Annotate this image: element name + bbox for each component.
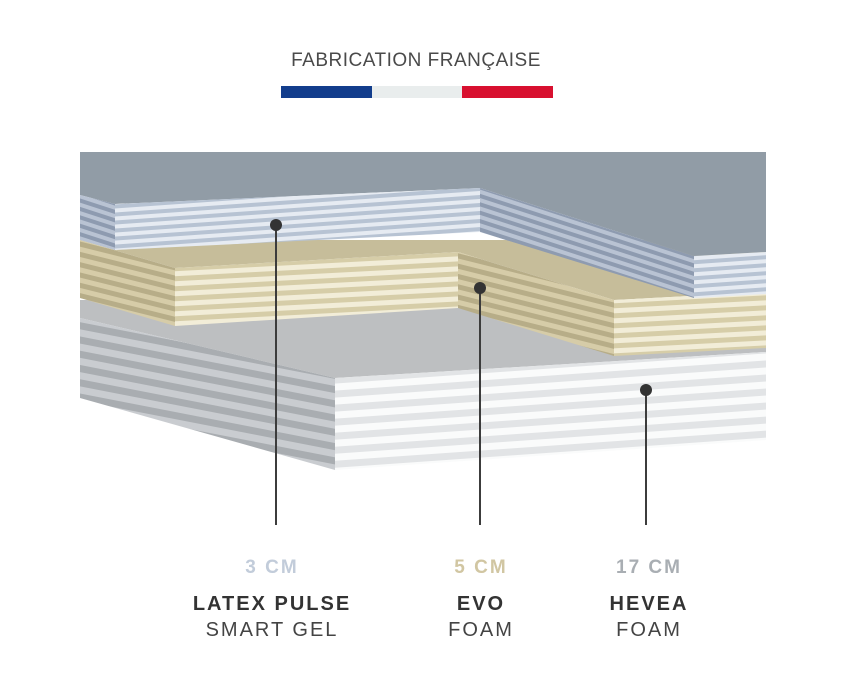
- callout-dot-hevea: [640, 384, 652, 396]
- thickness-latex: 3 CM: [245, 557, 299, 578]
- hevea-foam-layer: [80, 300, 766, 470]
- hevea-front-face: [335, 352, 766, 470]
- thickness-evo: 5 CM: [454, 557, 508, 578]
- latex-side-face-left: [80, 195, 115, 250]
- fabrication-title: FABRICATION FRANÇAISE: [291, 50, 541, 71]
- evo-side-face-right: [458, 252, 614, 356]
- latex-front-face-left: [115, 188, 480, 250]
- callout-dot-evo: [474, 282, 486, 294]
- callout-latex: [270, 219, 282, 525]
- latex-front-face-right: [694, 252, 766, 298]
- label-evo: 5 CM EVO FOAM: [361, 556, 601, 643]
- evo-front-face-left: [175, 252, 458, 326]
- callout-evo: [474, 282, 486, 525]
- label-hevea: 17 CM HEVEA FOAM: [529, 556, 769, 643]
- subtitle-evo: FOAM: [448, 619, 514, 641]
- callout-dot-latex: [270, 219, 282, 231]
- subtitle-hevea: FOAM: [616, 619, 682, 641]
- latex-pulse-layer: [80, 152, 766, 298]
- name-evo: EVO: [456, 593, 506, 615]
- flag-blue-stripe: [281, 86, 372, 98]
- label-latex-pulse: 3 CM LATEX PULSE SMART GEL: [152, 556, 392, 643]
- evo-front-face-right: [614, 292, 766, 356]
- flag-red-stripe: [462, 86, 553, 98]
- french-flag: [281, 86, 553, 98]
- evo-side-face-left: [80, 240, 175, 326]
- name-latex: LATEX PULSE: [192, 593, 352, 615]
- subtitle-latex: SMART GEL: [205, 619, 339, 641]
- latex-side-face-right: [480, 188, 694, 298]
- thickness-hevea: 17 CM: [616, 557, 682, 578]
- callout-hevea: [640, 384, 652, 525]
- hevea-side-face: [80, 318, 335, 470]
- name-hevea: HEVEA: [609, 593, 689, 615]
- flag-white-stripe: [371, 86, 463, 98]
- latex-top-face: [80, 152, 766, 256]
- header: FABRICATION FRANÇAISE: [0, 50, 832, 72]
